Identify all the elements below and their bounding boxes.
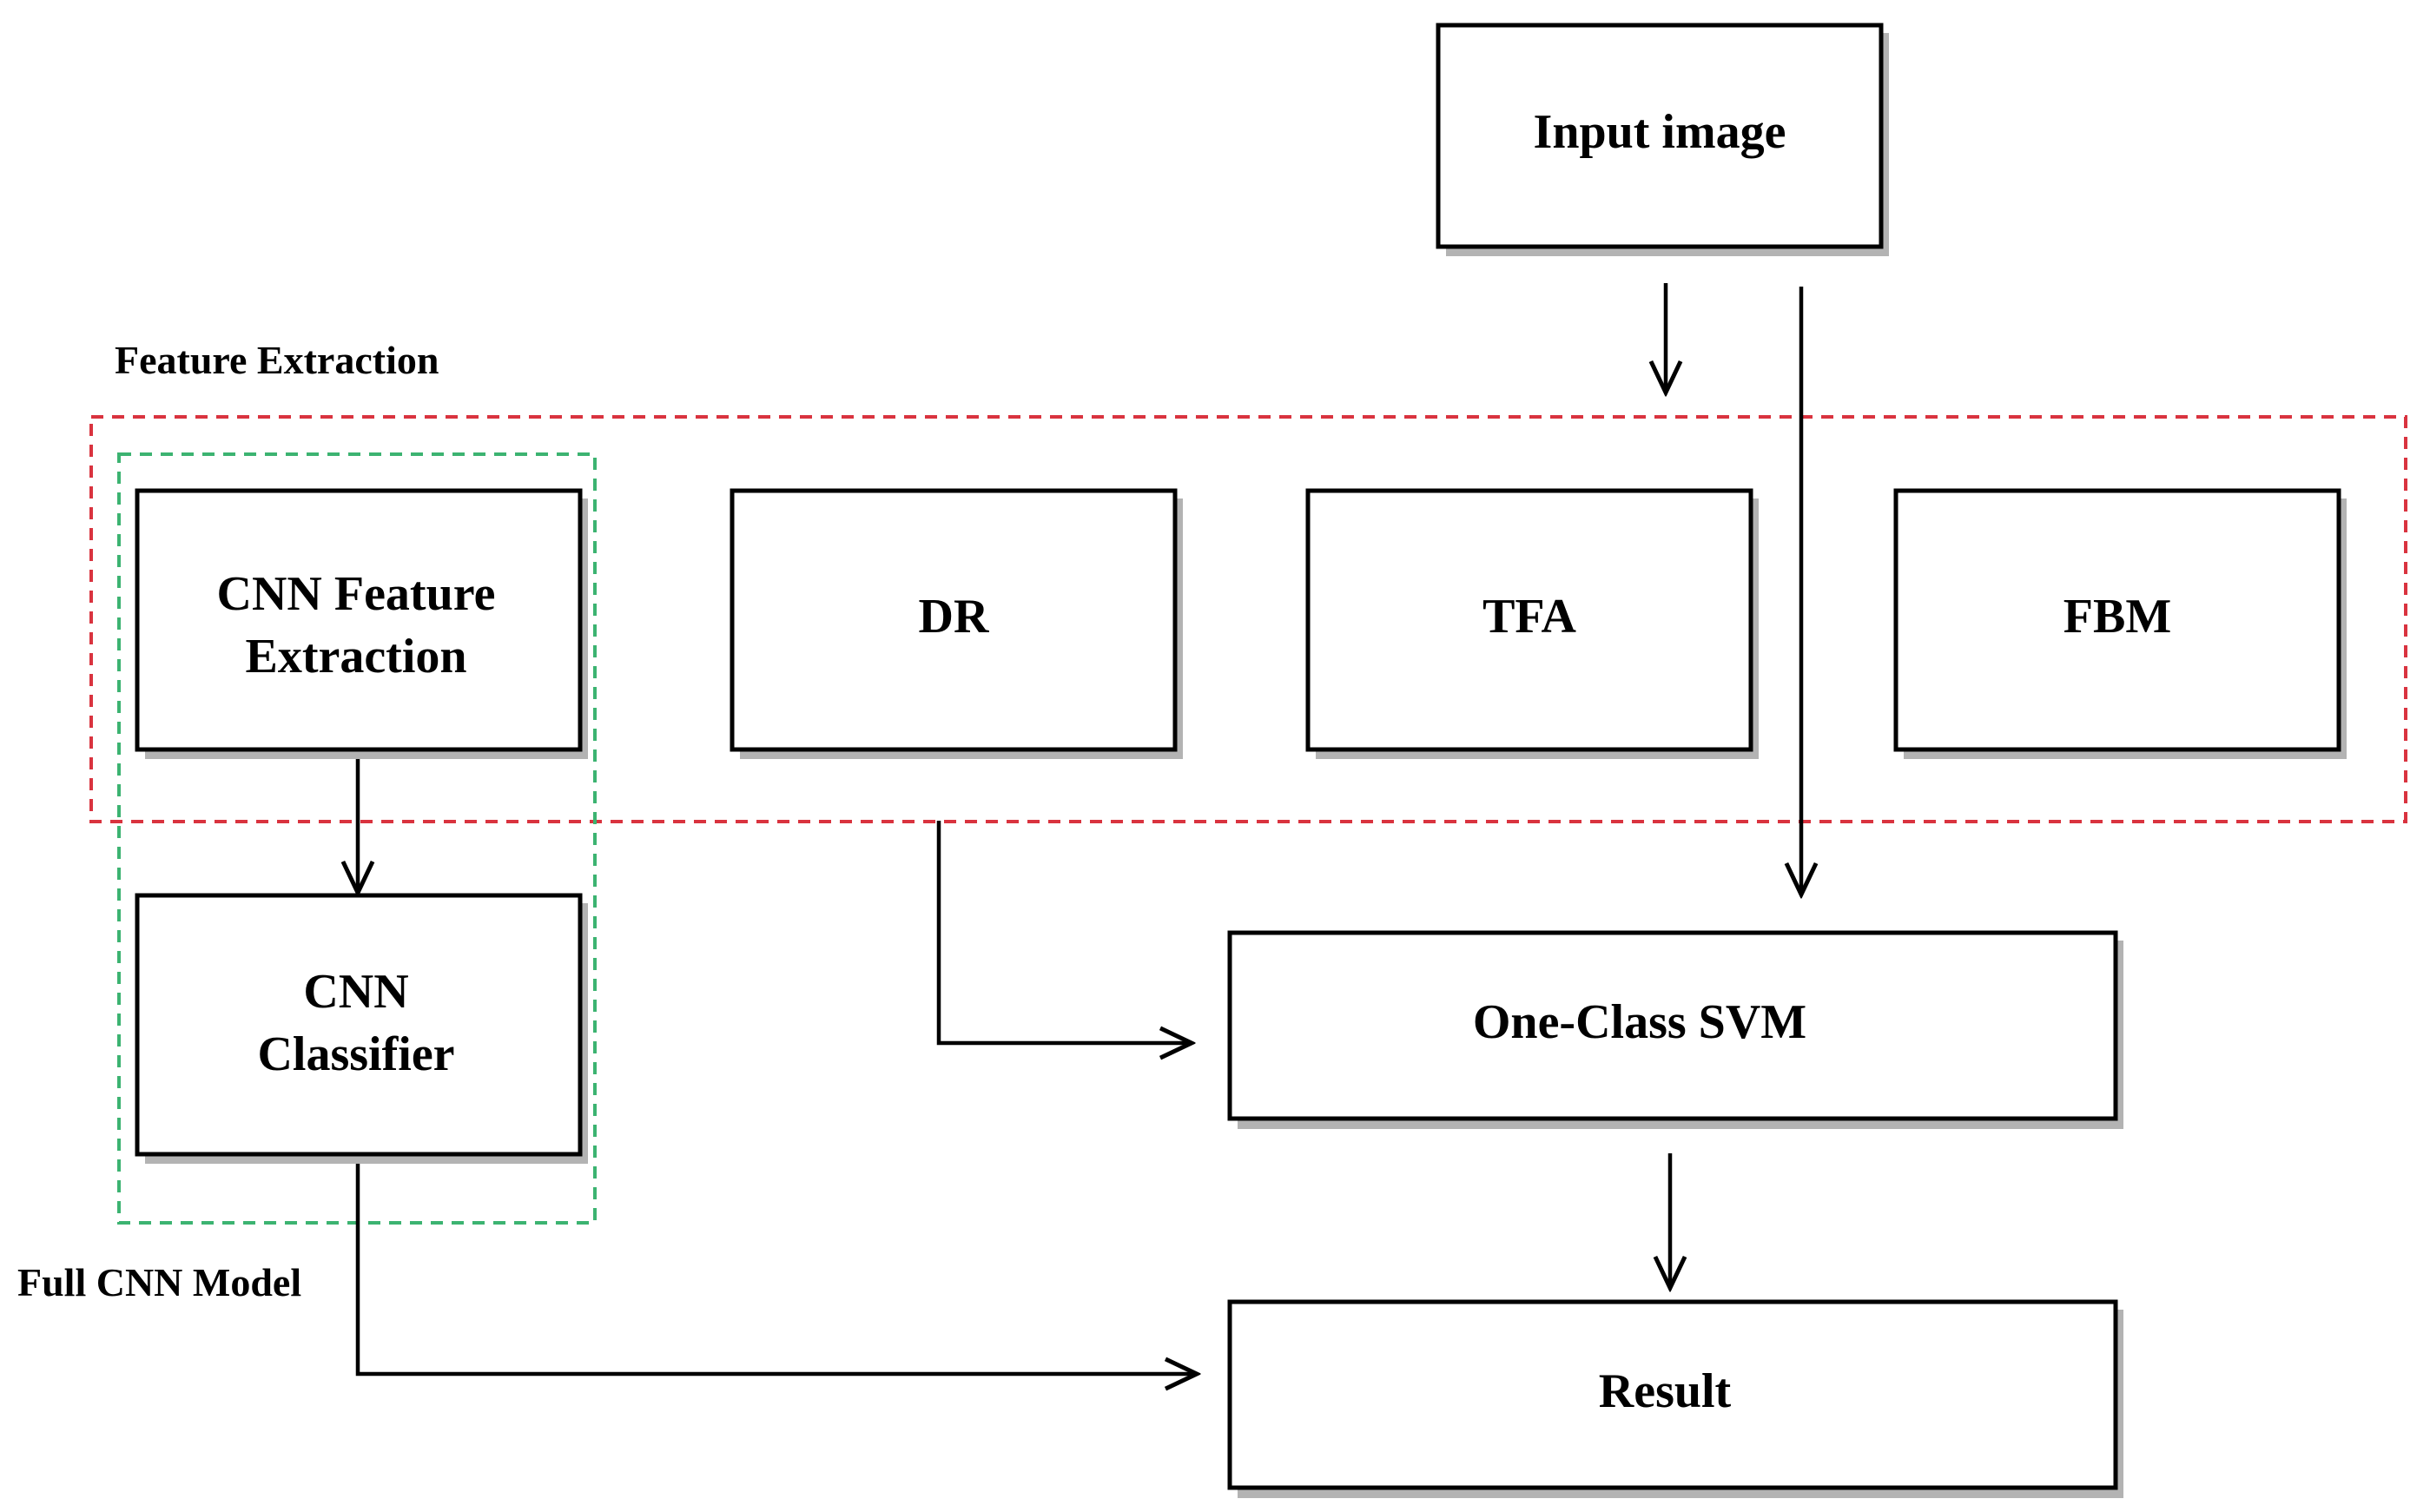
full-cnn-model-label: Full CNN Model	[17, 1260, 301, 1304]
dr-box	[730, 488, 1178, 752]
input-image-label: Input image	[1534, 105, 1786, 159]
input-image-node: Input image	[1436, 23, 1889, 256]
input-image-box	[1436, 23, 1884, 249]
cnn-classifier-node: CNN Classifier	[135, 893, 588, 1164]
tfa-label: TFA	[1482, 590, 1576, 644]
arrow-classifier-to-result	[355, 1155, 1197, 1374]
fbm-node: FBM	[1893, 488, 2347, 759]
dr-label: DR	[919, 590, 989, 644]
feature-extraction-group: Feature Extraction	[89, 338, 2407, 823]
one-class-svm-label: One-Class SVM	[1473, 995, 1806, 1049]
cnn-feature-extraction-label-line2: Extraction	[245, 630, 466, 683]
one-class-svm-node: One-Class SVM	[1227, 930, 2123, 1129]
feature-extraction-frame	[89, 415, 2407, 823]
arrow-dr-to-one-class-svm	[936, 821, 1192, 1043]
cnn-feature-extraction-box	[135, 488, 583, 752]
one-class-svm-box	[1227, 930, 2118, 1121]
feature-extraction-label: Feature Extraction	[115, 338, 439, 382]
cnn-classifier-box	[135, 893, 583, 1157]
result-box	[1227, 1299, 2118, 1490]
tfa-box	[1305, 488, 1753, 752]
cnn-feature-extraction-label: CNN Feature	[217, 567, 496, 621]
cnn-feature-extraction-node: CNN Feature Extraction	[135, 488, 588, 759]
cnn-classifier-label-line2: Classifier	[257, 1027, 454, 1081]
result-label: Result	[1599, 1364, 1732, 1418]
tfa-node: TFA	[1305, 488, 1759, 759]
fbm-label: FBM	[2064, 590, 2171, 644]
result-node: Result	[1227, 1299, 2123, 1498]
fbm-box	[1893, 488, 2341, 752]
cnn-classifier-label: CNN	[303, 965, 408, 1019]
dr-node: DR	[730, 488, 1183, 759]
connectors	[358, 283, 1801, 1374]
